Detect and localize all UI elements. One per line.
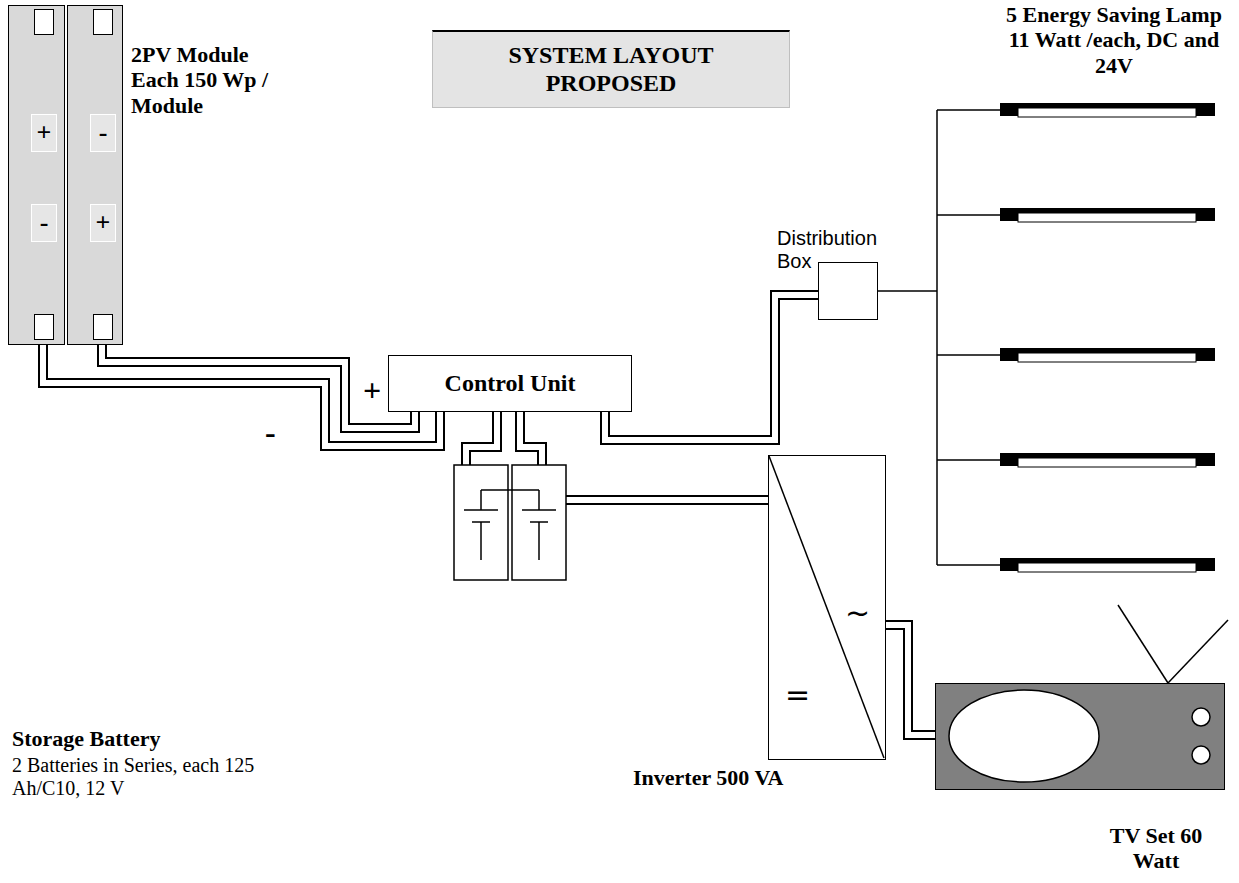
wire-outline [43, 345, 440, 446]
battery-symbol [454, 465, 566, 580]
tv-set: TV Set 60 Watt [935, 683, 1225, 790]
double-wire [102, 345, 415, 428]
terminal-box [34, 314, 54, 340]
terminal-box [93, 9, 113, 35]
lamp-symbol [1000, 348, 1215, 362]
tv-knob [1192, 746, 1210, 764]
title-box: SYSTEM LAYOUT PROPOSED [432, 30, 790, 108]
polarity-mark: - [90, 114, 116, 152]
inverter-box: ~=Inverter 500 VA [768, 455, 886, 760]
tv-screen [949, 690, 1099, 782]
box-label: Control Unit [445, 370, 576, 398]
wire-core [43, 345, 440, 446]
pv-module: -+2PV Module Each 150 Wp / Module [67, 5, 123, 345]
lamp-symbol [1000, 103, 1215, 117]
polarity-label: + [360, 372, 384, 409]
box-label: Inverter 500 VA [633, 765, 783, 790]
polarity-mark: - [31, 204, 57, 242]
double-wire [43, 345, 440, 446]
wire-outline [102, 345, 415, 428]
wire-outline [605, 295, 818, 440]
tv-drawing [936, 684, 1223, 788]
double-wire [886, 625, 935, 735]
polarity-label: - [262, 414, 279, 451]
polarity-mark: + [31, 114, 57, 152]
battery-heading: Storage Battery [12, 726, 160, 751]
lamp-symbol [1000, 208, 1215, 222]
tv-antenna [1118, 605, 1228, 683]
double-wire [605, 295, 818, 440]
control-unit-box: Control Unit [388, 355, 632, 412]
wire-core [102, 345, 415, 428]
ac-symbol: ~ [845, 596, 870, 631]
distribution-box: Distribution Box [818, 262, 878, 320]
box-label: TV Set 60 Watt [1096, 823, 1216, 874]
lamp-symbol [1000, 558, 1215, 572]
wire-outline [886, 625, 935, 735]
terminal-box [34, 9, 54, 35]
tv-knob [1192, 708, 1210, 726]
divider-line [769, 456, 884, 758]
terminal-box [93, 314, 113, 340]
lamp-wiring [878, 110, 1000, 565]
pv-module: +- [8, 5, 65, 345]
wire-core [886, 625, 935, 735]
dc-symbol: = [785, 678, 810, 713]
box-label: Distribution Box [777, 227, 887, 273]
battery-spec: 2 Batteries in Series, each 125 Ah/C10, … [12, 754, 270, 800]
lamp-heading: 5 Energy Saving Lamp 11 Watt /each, DC a… [998, 2, 1230, 78]
title-text: SYSTEM LAYOUT PROPOSED [491, 42, 731, 97]
wire-core [605, 295, 818, 440]
polarity-mark: + [90, 204, 116, 242]
lamp-symbol [1000, 453, 1215, 467]
module-heading: 2PV Module Each 150 Wp / Module [131, 42, 281, 118]
